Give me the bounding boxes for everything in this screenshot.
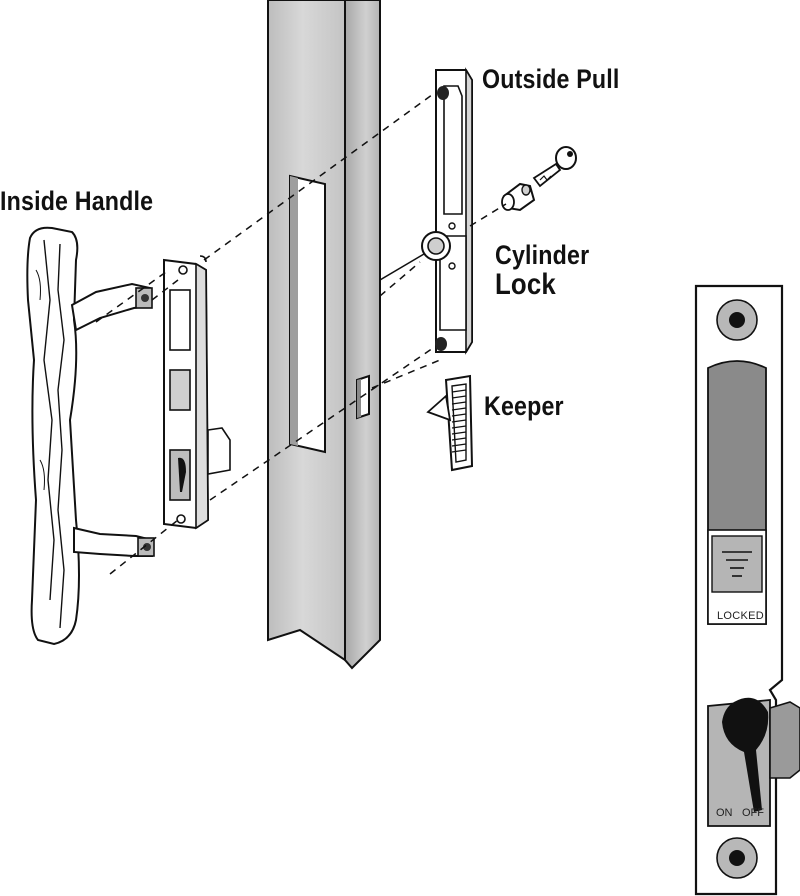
assembly-guide-lines bbox=[95, 91, 507, 575]
off-position-label: OFF bbox=[742, 807, 764, 819]
inside-handle bbox=[26, 226, 155, 646]
inside-handle-label: Inside Handle bbox=[0, 186, 154, 216]
locked-indicator-label: LOCKED bbox=[717, 610, 765, 622]
latch-detail-view bbox=[694, 284, 800, 896]
inside-latch-body bbox=[163, 255, 231, 530]
on-position-label: ON bbox=[716, 807, 733, 819]
cylinder-label: Cylinder bbox=[495, 240, 590, 270]
key bbox=[532, 146, 577, 188]
lock-label: Lock bbox=[495, 268, 556, 301]
keeper-part bbox=[426, 374, 474, 472]
outside-pull-label: Outside Pull bbox=[482, 64, 620, 94]
outside-pull bbox=[421, 67, 473, 355]
door-stile bbox=[267, 0, 381, 670]
cylinder-lock-part bbox=[501, 182, 536, 212]
keeper-label: Keeper bbox=[484, 391, 564, 421]
cylinder-guide-line bbox=[379, 253, 425, 281]
